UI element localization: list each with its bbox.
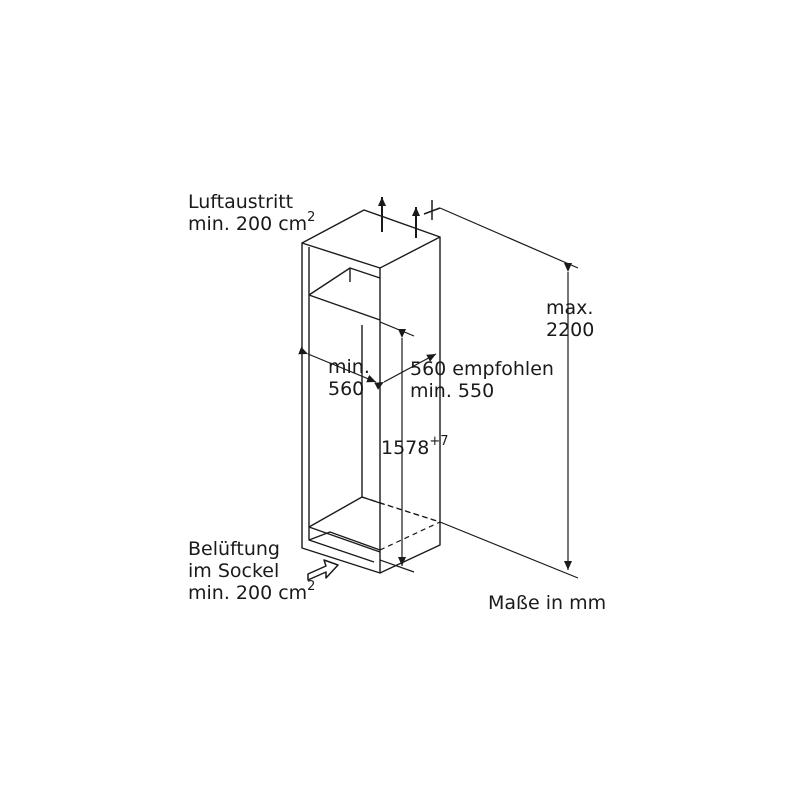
air-outlet-line1: Luftaustritt [188, 191, 294, 213]
airflow-arrows [378, 197, 420, 238]
air-inlet-line2: im Sockel [188, 560, 280, 582]
max-height-line2: 2200 [546, 319, 595, 341]
niche-depth-dimension [374, 353, 437, 390]
niche-width-dimension [298, 346, 377, 383]
air-inlet-label: Belüftung im Sockel min. 200 cm2 [188, 538, 315, 607]
niche-width-label: min. 560 [328, 356, 370, 400]
dimension-lines [298, 200, 579, 579]
air-outlet-label: Luftaustritt min. 200 cm2 [188, 191, 315, 238]
max-height-line1: max. [546, 297, 594, 319]
niche-width-line1: min. [328, 356, 370, 378]
niche-height-tolerance: +7 [429, 434, 449, 449]
air-inlet-line1: Belüftung [188, 538, 280, 560]
niche-height-value: 1578 [381, 437, 430, 459]
niche-depth-line2: min. 550 [410, 380, 495, 402]
inlet-arrow [307, 559, 339, 581]
air-inlet-superscript: 2 [307, 579, 316, 594]
niche-width-line2: 560 [328, 378, 365, 400]
niche-depth-line1: 560 empfohlen [410, 358, 554, 380]
air-outlet-line2: min. 200 cm [188, 213, 308, 235]
max-height-label: max. 2200 [546, 297, 594, 341]
units-note: Maße in mm [488, 592, 607, 614]
air-inlet-line3: min. 200 cm [188, 582, 308, 604]
top-reference-mark [423, 200, 441, 220]
niche-depth-label: 560 empfohlen min. 550 [410, 358, 554, 402]
air-outlet-superscript: 2 [307, 210, 316, 225]
niche-height-label: 1578+7 [381, 434, 449, 462]
hidden-depth-lines [361, 496, 441, 551]
